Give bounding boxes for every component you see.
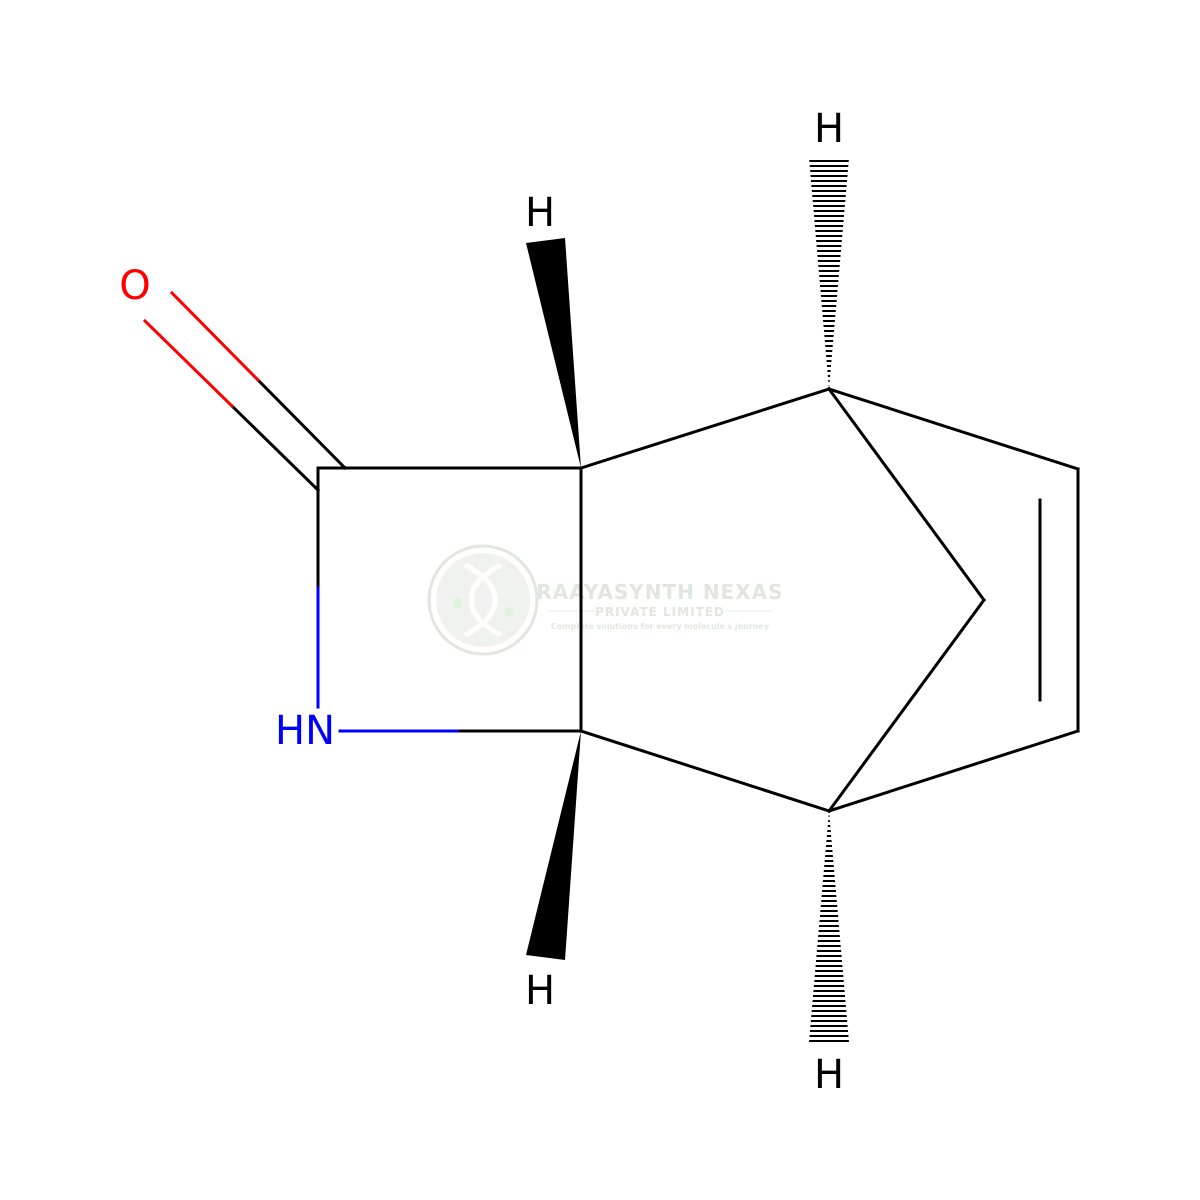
watermark-subtitle: PRIVATE LIMITED [595, 605, 725, 619]
carbonyl-bond-inner-black [255, 377, 348, 471]
hash-bond-top-right [809, 158, 849, 389]
watermark-dna-icon [463, 562, 503, 638]
hydrogen-top-left-label: H [525, 190, 555, 236]
bond-bridge-to-c5 [826, 597, 987, 814]
wedge-bond-top-left [526, 238, 581, 468]
bond-c2-to-c3 [827, 387, 1080, 471]
bonds [142, 290, 1080, 814]
watermark-name: RAAYASYNTH NEXAS [536, 580, 783, 604]
watermark-molecule-dot-icon [453, 598, 463, 608]
carbonyl-bond-outer-red [142, 318, 235, 409]
carbonyl-bond-inner-red [169, 290, 261, 383]
bond-c5-to-c6 [579, 729, 831, 813]
nitrogen-atom-label: HN [275, 708, 335, 754]
watermark-logo-outer-ring [427, 544, 539, 656]
hydrogen-bottom-right-label: H [814, 1052, 844, 1098]
watermark-molecule-dot-icon [504, 607, 514, 617]
carbonyl-bond-outer-black [229, 403, 321, 493]
oxygen-atom-label: O [119, 263, 150, 309]
hydrogen-top-right-label: H [814, 106, 844, 152]
hash-bond-bottom-right [809, 811, 849, 1042]
wedge-bond-bottom-left [526, 731, 581, 960]
bond-c2-to-bridge [826, 386, 987, 603]
bond-c4-to-c5 [827, 729, 1080, 813]
watermark-logo-inner-circle [436, 553, 530, 647]
watermark-tagline: Complete solutions for every molecule's … [551, 622, 770, 631]
watermark: RAAYASYNTH NEXAS PRIVATE LIMITED Complet… [427, 544, 783, 656]
bond-c1-to-c2 [579, 387, 831, 470]
hydrogen-bottom-left-label: H [525, 968, 555, 1014]
